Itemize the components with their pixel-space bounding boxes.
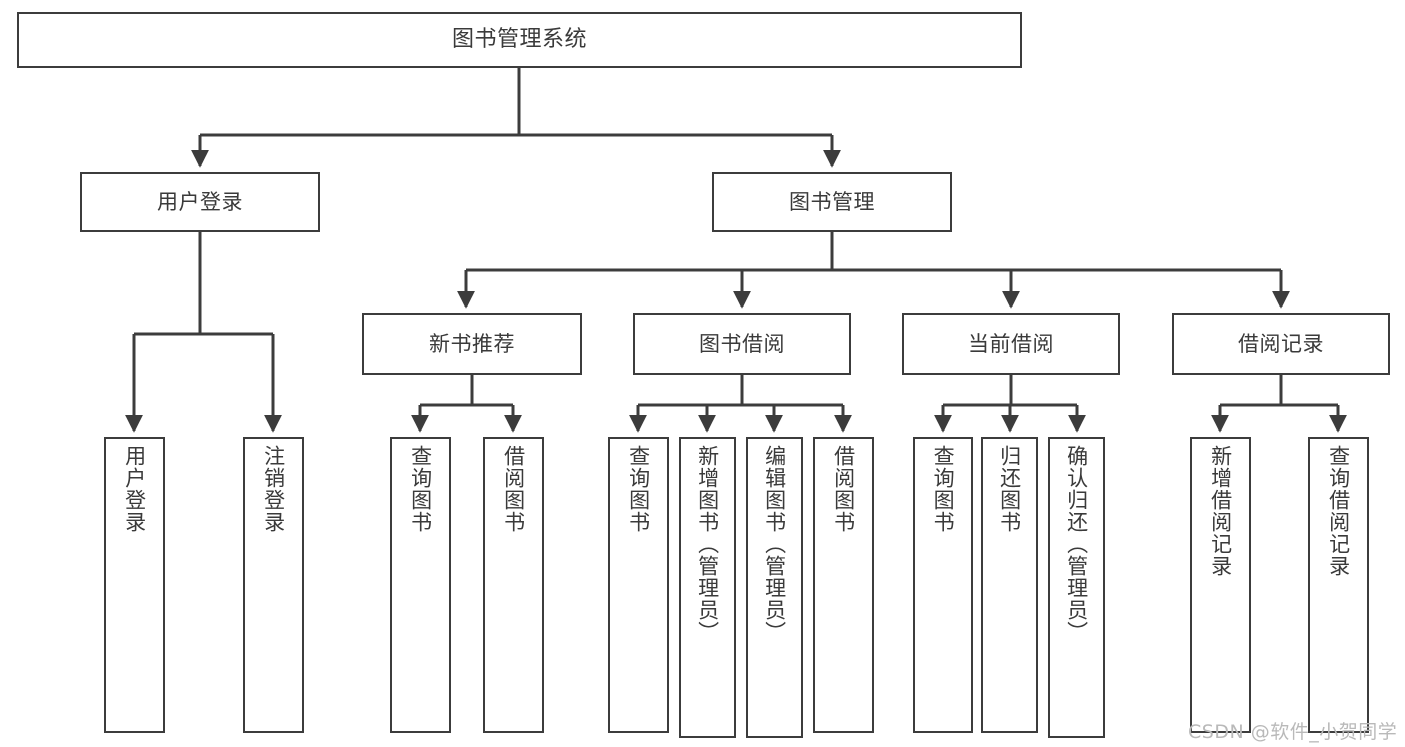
node-leaf-borrow-book-2-label: 借阅图书 <box>831 445 856 533</box>
node-user-login[interactable]: 用户登录 <box>80 172 320 232</box>
node-borrow-record-label: 借阅记录 <box>1238 331 1324 356</box>
node-root[interactable]: 图书管理系统 <box>17 12 1022 68</box>
node-leaf-borrow-book-1-label: 借阅图书 <box>501 445 526 533</box>
node-current-borrow-label: 当前借阅 <box>968 331 1054 356</box>
node-leaf-add-book-admin[interactable]: 新增图书（管理员） <box>679 437 736 738</box>
node-leaf-return-book-label: 归还图书 <box>997 445 1022 533</box>
node-leaf-user-logout[interactable]: 注销登录 <box>243 437 304 733</box>
node-user-login-label: 用户登录 <box>157 189 243 214</box>
node-book-borrow-label: 图书借阅 <box>699 331 785 356</box>
node-leaf-query-book-2-label: 查询图书 <box>626 445 651 533</box>
node-leaf-edit-book-admin-label: 编辑图书（管理员） <box>762 445 787 643</box>
node-book-manage-label: 图书管理 <box>789 189 875 214</box>
node-leaf-confirm-return-admin-label: 确认归还（管理员） <box>1064 445 1089 643</box>
node-leaf-user-logout-label: 注销登录 <box>261 445 286 533</box>
node-leaf-query-book-1[interactable]: 查询图书 <box>390 437 451 733</box>
node-leaf-query-borrow-record-label: 查询借阅记录 <box>1326 445 1351 577</box>
node-leaf-confirm-return-admin[interactable]: 确认归还（管理员） <box>1048 437 1105 738</box>
node-leaf-user-login[interactable]: 用户登录 <box>104 437 165 733</box>
node-leaf-add-book-admin-label: 新增图书（管理员） <box>695 445 720 643</box>
node-root-label: 图书管理系统 <box>451 27 587 53</box>
node-leaf-add-borrow-record[interactable]: 新增借阅记录 <box>1190 437 1251 733</box>
node-borrow-record[interactable]: 借阅记录 <box>1172 313 1390 375</box>
node-leaf-query-book-1-label: 查询图书 <box>408 445 433 533</box>
node-leaf-borrow-book-1[interactable]: 借阅图书 <box>483 437 544 733</box>
node-leaf-borrow-book-2[interactable]: 借阅图书 <box>813 437 874 733</box>
node-leaf-query-book-3-label: 查询图书 <box>931 445 956 533</box>
node-leaf-query-borrow-record[interactable]: 查询借阅记录 <box>1308 437 1369 733</box>
node-leaf-edit-book-admin[interactable]: 编辑图书（管理员） <box>746 437 803 738</box>
node-new-book-recommend[interactable]: 新书推荐 <box>362 313 582 375</box>
node-leaf-user-login-label: 用户登录 <box>122 445 147 533</box>
node-leaf-add-borrow-record-label: 新增借阅记录 <box>1208 445 1233 577</box>
csdn-watermark: CSDN @软件_小贺同学 <box>1188 721 1398 743</box>
node-new-book-recommend-label: 新书推荐 <box>429 331 515 356</box>
node-leaf-return-book[interactable]: 归还图书 <box>981 437 1038 733</box>
node-book-manage[interactable]: 图书管理 <box>712 172 952 232</box>
node-leaf-query-book-3[interactable]: 查询图书 <box>913 437 973 733</box>
node-current-borrow[interactable]: 当前借阅 <box>902 313 1120 375</box>
node-book-borrow[interactable]: 图书借阅 <box>633 313 851 375</box>
node-leaf-query-book-2[interactable]: 查询图书 <box>608 437 669 733</box>
